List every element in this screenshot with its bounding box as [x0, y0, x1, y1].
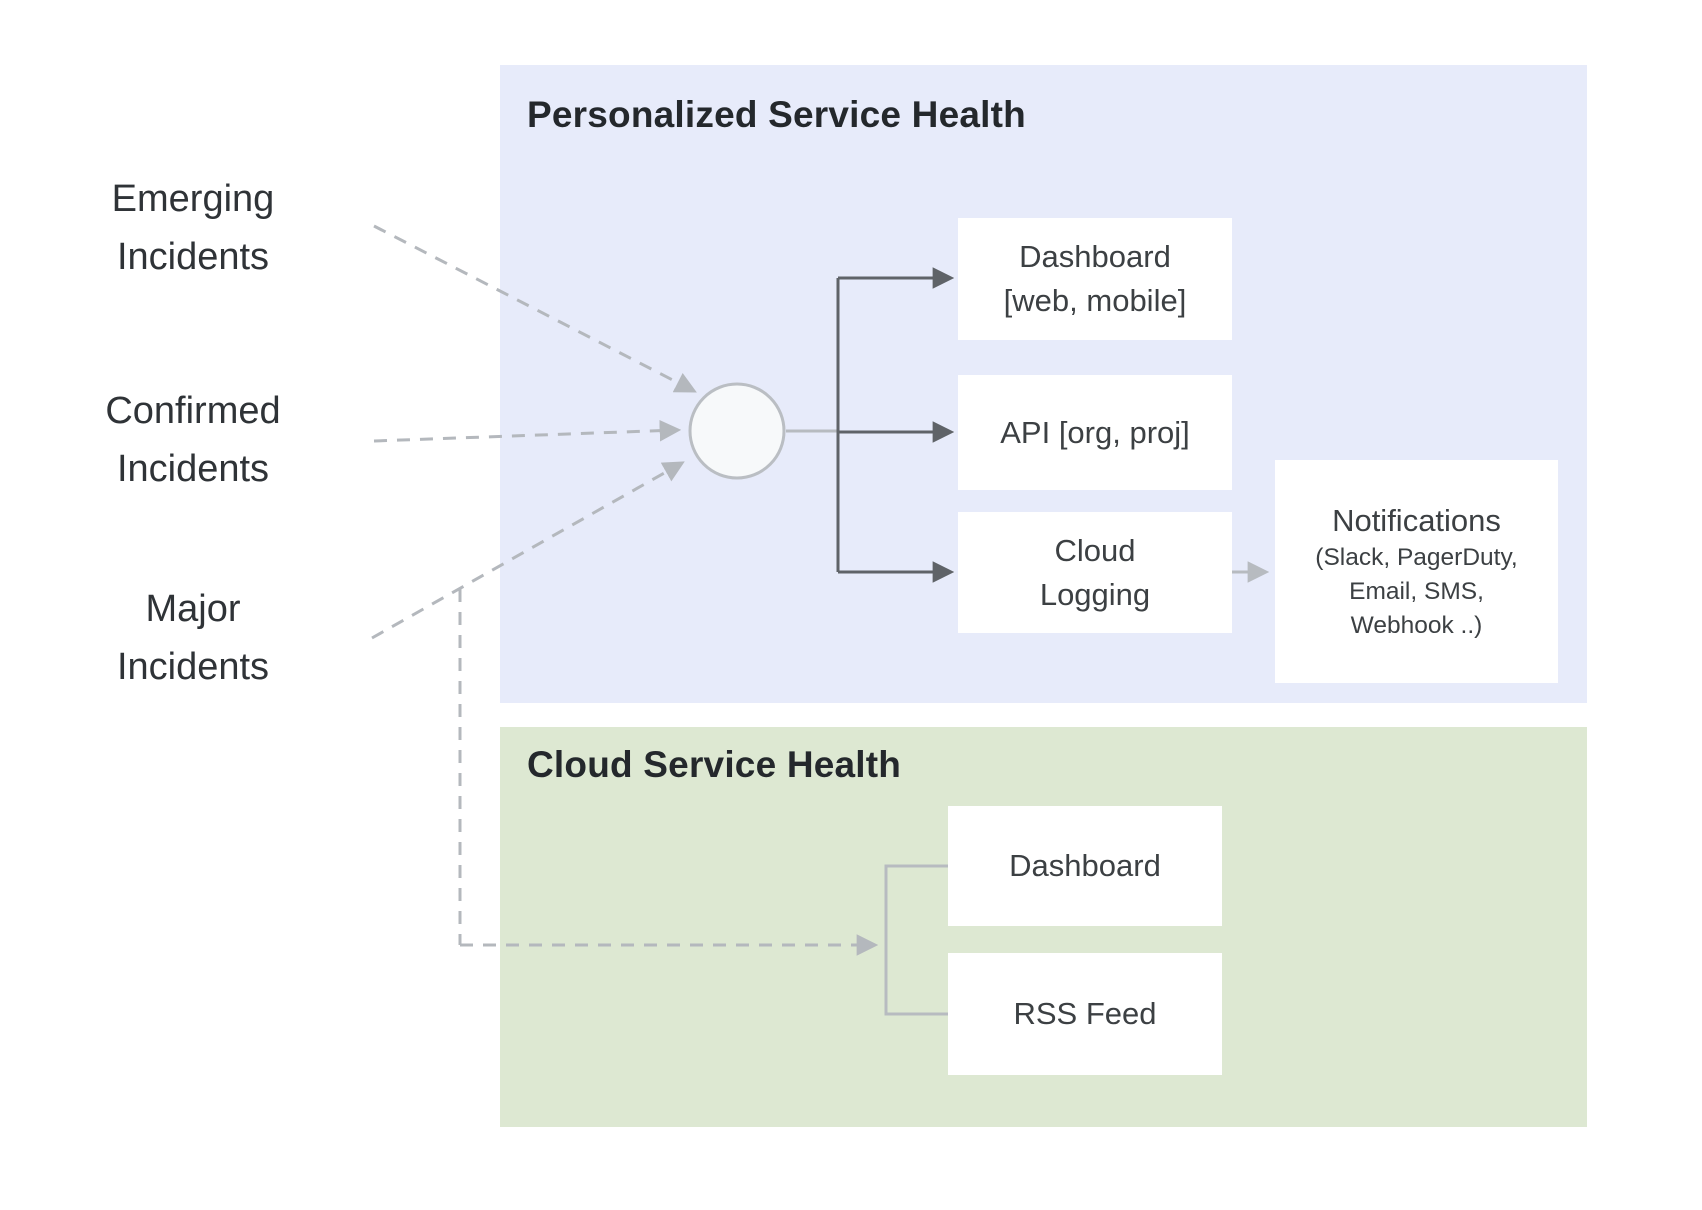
node-cloud-logging: Cloud Logging: [958, 512, 1232, 633]
label-line: Emerging: [111, 178, 275, 220]
node-api: API [org, proj]: [958, 375, 1232, 490]
notifications-title: Notifications: [1332, 502, 1501, 538]
label-line: Incidents: [116, 646, 270, 688]
node-notifications: Notifications (Slack, PagerDuty, Email, …: [1275, 460, 1558, 683]
node-cloud-dashboard: Dashboard: [948, 806, 1222, 926]
label-line: Major: [145, 588, 241, 630]
node-text-line: RSS Feed: [1013, 996, 1157, 1031]
node-text-line: Dashboard: [1009, 848, 1161, 883]
node-text-line: Dashboard: [1019, 239, 1171, 274]
node-dashboard-web-mobile: Dashboard [web, mobile]: [958, 218, 1232, 340]
notifications-detail-line: Email, SMS,: [1349, 577, 1484, 605]
label-confirmed-incidents: Confirmed Incidents: [33, 382, 353, 498]
label-emerging-incidents: Emerging Incidents: [33, 170, 353, 286]
label-line: Confirmed: [105, 390, 281, 432]
notifications-detail-line: Webhook ..): [1350, 611, 1483, 639]
node-text-line: [web, mobile]: [1003, 283, 1187, 318]
label-line: Incidents: [116, 448, 270, 490]
node-rss-feed: RSS Feed: [948, 953, 1222, 1075]
node-text-line: API [org, proj]: [1000, 414, 1190, 450]
label-major-incidents: Major Incidents: [33, 580, 353, 696]
node-text-line: Cloud: [1054, 532, 1136, 568]
label-line: Incidents: [116, 236, 270, 278]
notifications-detail-line: (Slack, PagerDuty,: [1315, 543, 1518, 571]
panel-personalized-title: Personalized Service Health: [527, 94, 1026, 135]
node-text-line: Logging: [1039, 576, 1151, 612]
panel-cloud-title: Cloud Service Health: [527, 744, 902, 785]
